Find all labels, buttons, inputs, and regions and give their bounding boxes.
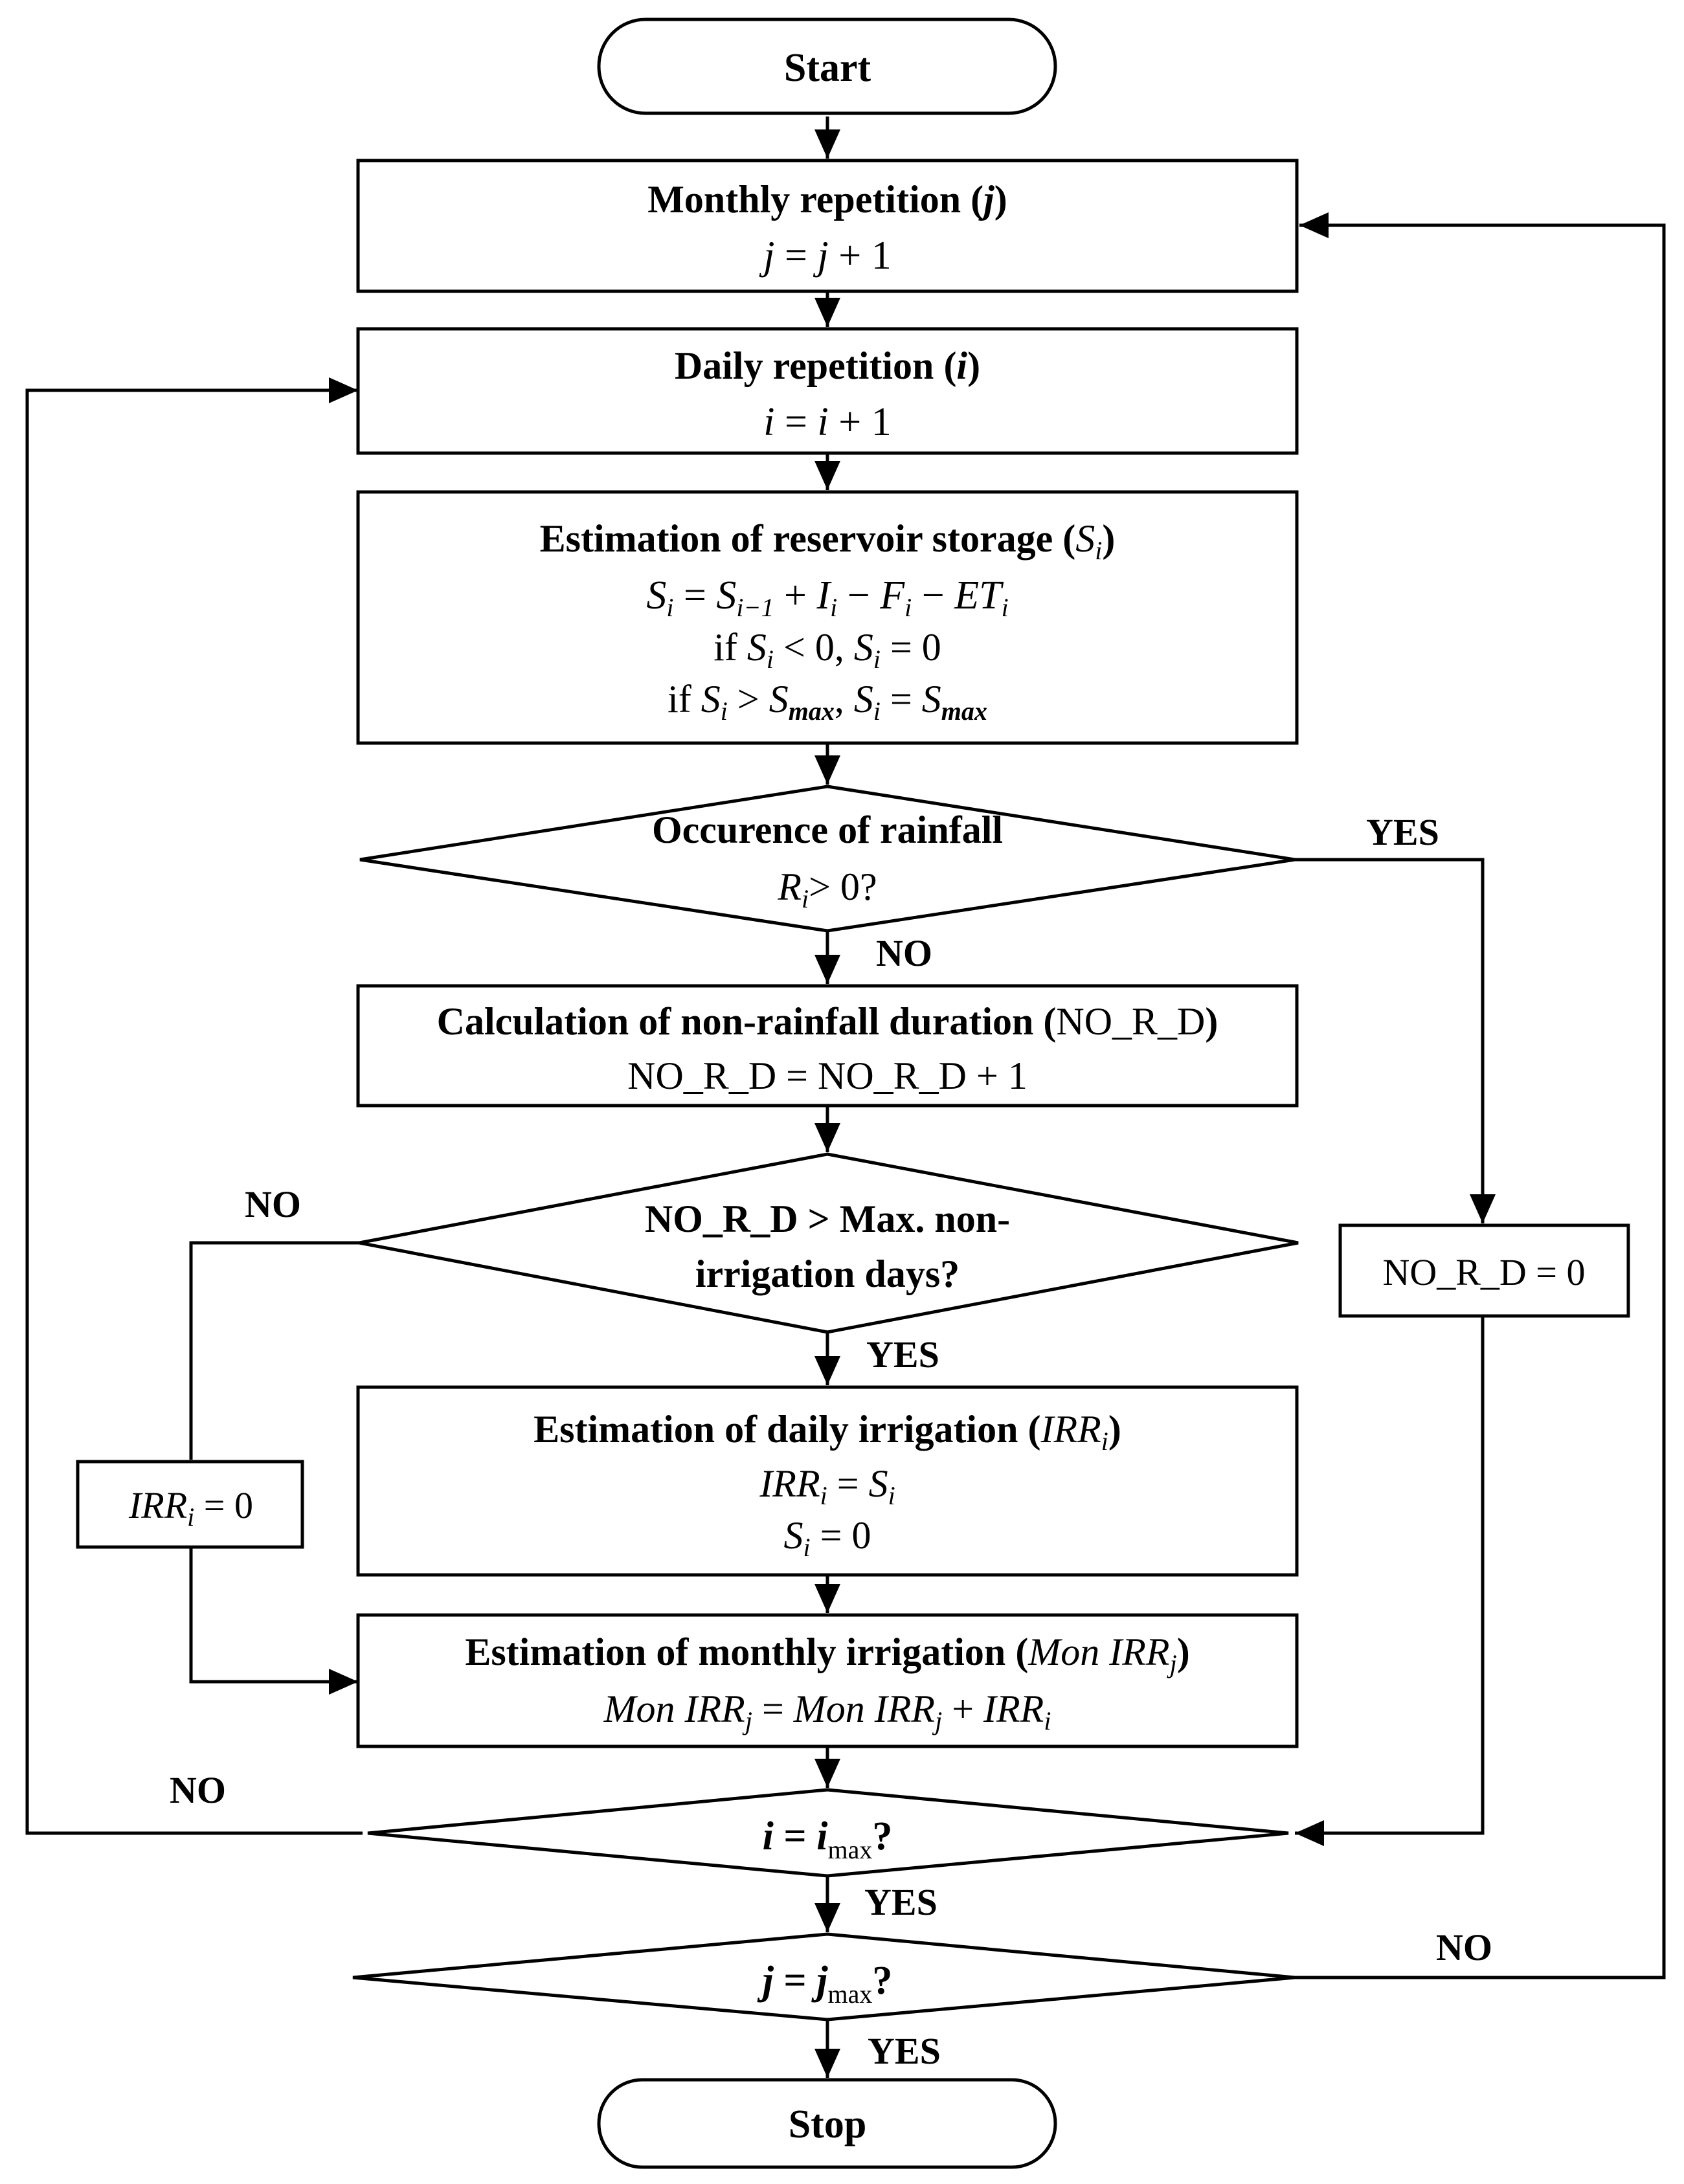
monthly-irrigation-box: Estimation of monthly irrigation (Mon IR… — [356, 1613, 1299, 1748]
monthly-irr-equation: Mon IRRj = Mon IRRj + IRRi — [603, 1688, 1051, 1735]
edge-j-no-monthly — [1295, 212, 1666, 1979]
edge-days-no-irrzero — [189, 1241, 359, 1460]
daily-equation: i = i + 1 — [763, 400, 891, 444]
irr-zero-equation: IRRi = 0 — [128, 1484, 253, 1532]
days-no-label: NO — [245, 1183, 301, 1225]
nonrain-title: Calculation of non-rainfall duration (NO… — [437, 1000, 1218, 1043]
daily-repetition-box: Daily repetition (i) i = i + 1 — [356, 327, 1299, 455]
rainfall-question: Occurence of rainfall — [652, 808, 1003, 851]
edge-irrzero-monthlyirr — [189, 1548, 358, 1695]
j-no-label: NO — [1436, 1926, 1492, 1968]
days-question-line1: NO_R_D > Max. non- — [645, 1198, 1010, 1240]
j-max-condition: j = jmax? — [757, 1959, 893, 2009]
rain-no-label: NO — [876, 932, 932, 974]
reset-equation: NO_R_D = 0 — [1382, 1251, 1585, 1293]
i-no-label: NO — [170, 1769, 226, 1811]
non-irrigation-days-decision: NO_R_D > Max. non- irrigation days? — [359, 1152, 1299, 1334]
storage-balance-equation: Si = Si−1 + Ii − Fi − ETi — [646, 574, 1008, 622]
i-max-decision: i = imax? — [367, 1788, 1289, 1878]
days-yes-label: YES — [866, 1333, 939, 1376]
nonrain-equation: NO_R_D = NO_R_D + 1 — [627, 1054, 1027, 1097]
rainfall-decision: Occurence of rainfall Ri> 0? — [359, 785, 1296, 933]
rainfall-condition: Ri> 0? — [777, 865, 877, 913]
daily-irr-reset: Si = 0 — [784, 1514, 871, 1562]
reservoir-storage-box: Estimation of reservoir storage (Si) Si … — [356, 490, 1299, 745]
daily-irr-title: Estimation of daily irrigation (IRRi) — [533, 1408, 1121, 1456]
edge-reset-idecision — [1295, 1317, 1485, 1846]
j-max-decision: j = jmax? — [352, 1932, 1296, 2022]
connectors — [25, 117, 1666, 2078]
stop-terminal: Stop — [597, 2078, 1057, 2169]
daily-irr-equation: IRRi = Si — [759, 1462, 895, 1510]
i-yes-label: YES — [864, 1881, 937, 1923]
daily-irrigation-box: Estimation of daily irrigation (IRRi) IR… — [356, 1385, 1299, 1577]
monthly-title: Monthly repetition (j) — [647, 178, 1007, 221]
i-max-condition: i = imax? — [763, 1814, 893, 1864]
storage-max-condition: if Si > Smax, Si = Smax — [668, 678, 987, 726]
non-rainfall-duration-box: Calculation of non-rainfall duration (NO… — [356, 984, 1299, 1108]
edge-rain-yes-reset — [1295, 858, 1496, 1223]
monthly-equation: j = j + 1 — [759, 234, 891, 278]
start-label: Start — [784, 46, 871, 90]
storage-title: Estimation of reservoir storage (Si) — [540, 517, 1116, 565]
monthly-irr-title: Estimation of monthly irrigation (Mon IR… — [465, 1631, 1189, 1678]
daily-title: Daily repetition (i) — [675, 344, 980, 387]
edge-i-no-daily — [25, 377, 363, 1835]
days-question-line2: irrigation days? — [695, 1253, 960, 1295]
stop-label: Stop — [789, 2102, 867, 2146]
rain-yes-label: YES — [1366, 811, 1439, 853]
storage-min-condition: if Si < 0, Si = 0 — [713, 626, 941, 674]
j-yes-label: YES — [868, 2030, 941, 2072]
start-terminal: Start — [597, 17, 1057, 115]
monthly-repetition-box: Monthly repetition (j) j = j + 1 — [356, 159, 1299, 293]
reset-nonrain-box: NO_R_D = 0 — [1338, 1223, 1630, 1318]
irrigation-zero-box: IRRi = 0 — [76, 1460, 304, 1549]
